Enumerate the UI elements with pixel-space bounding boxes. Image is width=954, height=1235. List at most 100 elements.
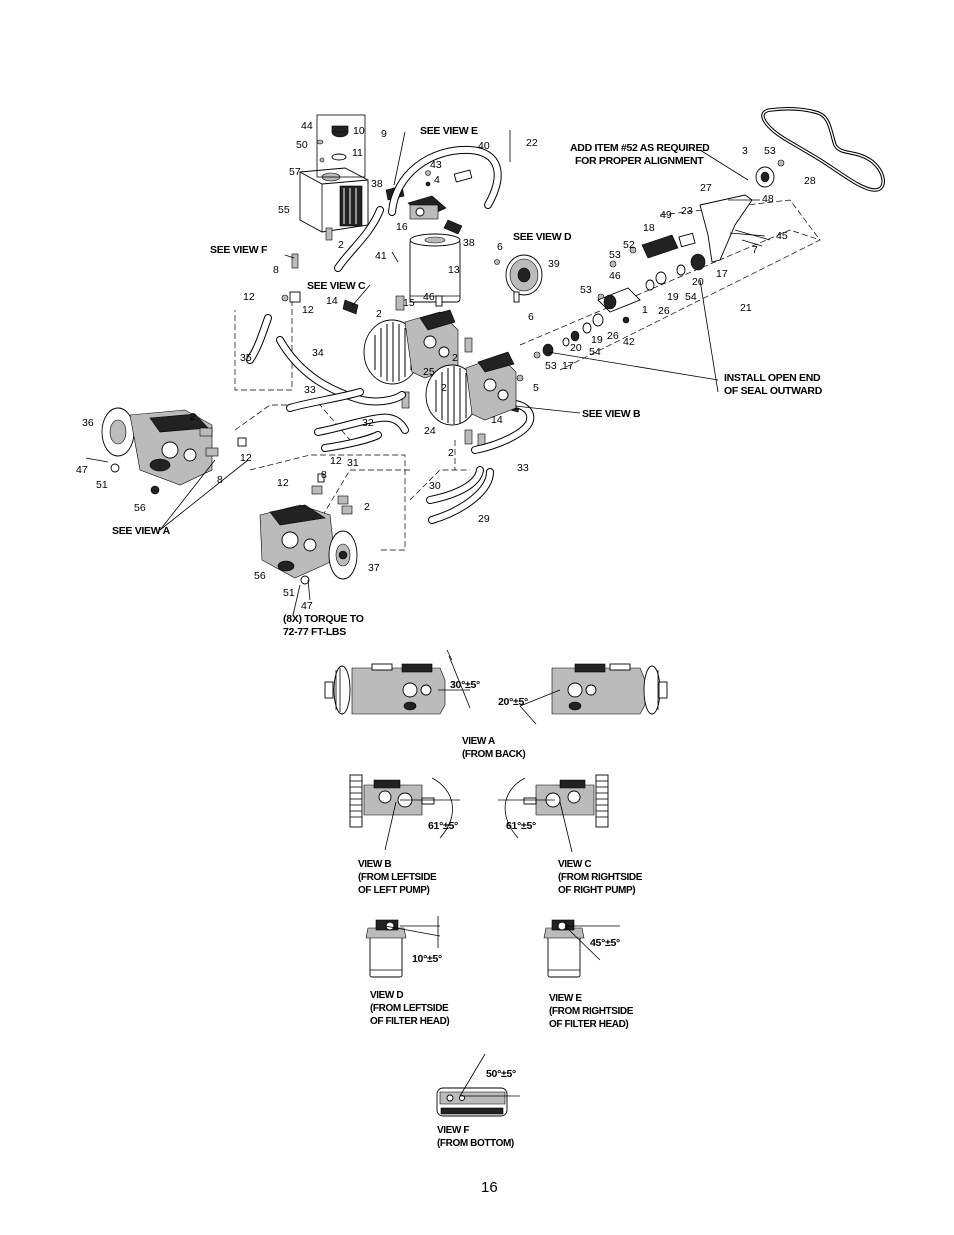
part-number: 14 xyxy=(491,414,503,426)
part-number: 36 xyxy=(82,417,94,429)
part-number: 29 xyxy=(478,513,490,525)
part-number: 12 xyxy=(277,477,289,489)
part-number: 27 xyxy=(700,182,712,194)
part-number: 42 xyxy=(623,336,635,348)
part-number: 53 xyxy=(764,145,776,157)
view-d-subtitle-1: (FROM LEFTSIDE xyxy=(370,1003,449,1014)
part-number: 16 xyxy=(396,221,408,233)
part-number: 38 xyxy=(371,178,383,190)
reservoir-cap xyxy=(316,125,349,163)
oil-filter xyxy=(409,233,461,303)
view-b-subtitle-2: OF LEFT PUMP) xyxy=(358,885,430,896)
part-number: 53 xyxy=(609,249,621,261)
part-number: 20 xyxy=(692,276,704,288)
part-number: 17 xyxy=(562,360,574,372)
wheel-motor-left xyxy=(85,407,247,495)
see-view-e-label: SEE VIEW E xyxy=(420,125,478,137)
view-c-detail: 61°±5° VIEW C (FROM RIGHTSIDE OF RIGHT P… xyxy=(498,774,643,896)
part-number: 6 xyxy=(528,311,534,323)
part-number: 23 xyxy=(681,205,693,217)
part-number: 43 xyxy=(430,159,442,171)
view-f-subtitle: (FROM BOTTOM) xyxy=(437,1138,514,1149)
view-a-angle-1: 30°±5° xyxy=(450,679,480,691)
part-number: 20 xyxy=(570,342,582,354)
callout-labels: SEE VIEW E SEE VIEW D SEE VIEW F SEE VIE… xyxy=(112,125,823,638)
view-b-angle: 61°±5° xyxy=(428,820,458,832)
part-number: 55 xyxy=(278,204,290,216)
view-e-detail: 45°±5° VIEW E (FROM RIGHTSIDE OF FILTER … xyxy=(543,919,634,1030)
part-number: 28 xyxy=(804,175,816,187)
part-number: 2 xyxy=(452,352,458,364)
part-number: 12 xyxy=(240,452,252,464)
part-number: 13 xyxy=(448,264,460,276)
part-number: 26 xyxy=(658,305,670,317)
part-number: 45 xyxy=(776,230,788,242)
view-f-title: VIEW F xyxy=(437,1125,469,1136)
part-number: 1 xyxy=(642,304,648,316)
add-item-note-line1: ADD ITEM #52 AS REQUIRED xyxy=(570,142,710,154)
part-number: 14 xyxy=(326,295,338,307)
view-a-angle-2: 20°±5° xyxy=(498,696,528,708)
leader-lines xyxy=(159,131,749,616)
view-d-title: VIEW D xyxy=(370,990,403,1001)
part-number: 12 xyxy=(330,455,342,467)
part-number: 46 xyxy=(609,270,621,282)
part-number: 26 xyxy=(607,330,619,342)
reservoir-tank xyxy=(299,114,369,233)
part-number: 2 xyxy=(448,447,454,459)
part-number: 24 xyxy=(424,425,436,437)
part-number: 10 xyxy=(353,125,365,137)
part-number: 18 xyxy=(643,222,655,234)
part-number: 2 xyxy=(364,501,370,513)
part-number: 21 xyxy=(740,302,752,314)
part-number: 7 xyxy=(752,244,758,256)
part-number: 30 xyxy=(429,480,441,492)
seal-note-line1: INSTALL OPEN END xyxy=(724,372,821,384)
part-number: 52 xyxy=(623,239,635,251)
part-number: 56 xyxy=(134,502,146,514)
part-number: 32 xyxy=(362,417,374,429)
view-f-angle: 50°±5° xyxy=(486,1068,516,1080)
view-e-subtitle-2: OF FILTER HEAD) xyxy=(549,1019,628,1030)
see-view-f-label: SEE VIEW F xyxy=(210,244,268,256)
view-a-subtitle: (FROM BACK) xyxy=(462,749,525,760)
torque-note-line2: 72-77 FT-LBS xyxy=(283,626,346,638)
part-number: 51 xyxy=(96,479,108,491)
part-number: 35 xyxy=(240,352,252,364)
part-number: 56 xyxy=(254,570,266,582)
part-number: 19 xyxy=(667,291,679,303)
hydraulic-pump-right xyxy=(425,351,517,426)
view-c-subtitle-1: (FROM RIGHTSIDE xyxy=(558,872,643,883)
part-number: 15 xyxy=(403,297,415,309)
part-number: 40 xyxy=(478,140,490,152)
part-number: 8 xyxy=(217,474,223,486)
part-number: 19 xyxy=(591,334,603,346)
part-number: 3 xyxy=(742,145,748,157)
part-number: 49 xyxy=(660,209,672,221)
part-number: 17 xyxy=(716,268,728,280)
see-view-b-label: SEE VIEW B xyxy=(582,408,641,420)
part-number: 38 xyxy=(463,237,475,249)
part-number: 54 xyxy=(589,346,601,358)
hydraulic-pump-left xyxy=(363,309,459,385)
exploded-assembly-artwork xyxy=(85,106,885,616)
view-a-detail: 30°±5° 20°±5° VIEW A (FROM BACK) xyxy=(324,649,668,760)
view-b-detail: 61°±5° VIEW B (FROM LEFTSIDE OF LEFT PUM… xyxy=(349,774,460,896)
part-number: 9 xyxy=(381,128,387,140)
idler-pulley xyxy=(755,159,785,188)
part-number: 46 xyxy=(423,291,435,303)
part-number-labels: 44 10 9 50 11 57 55 38 2 41 8 16 38 13 4… xyxy=(76,120,816,612)
part-number: 2 xyxy=(441,382,447,394)
part-number: 2 xyxy=(338,239,344,251)
part-number: 48 xyxy=(762,193,774,205)
part-number: 54 xyxy=(685,291,697,303)
part-number: 6 xyxy=(497,241,503,253)
part-number: 8 xyxy=(321,469,327,481)
seal-note-line2: OF SEAL OUTWARD xyxy=(724,385,823,397)
part-number: 53 xyxy=(580,284,592,296)
idler-bracket xyxy=(699,194,753,263)
add-item-note-line2: FOR PROPER ALIGNMENT xyxy=(575,155,704,167)
part-number: 50 xyxy=(296,139,308,151)
part-number: 53 xyxy=(545,360,557,372)
